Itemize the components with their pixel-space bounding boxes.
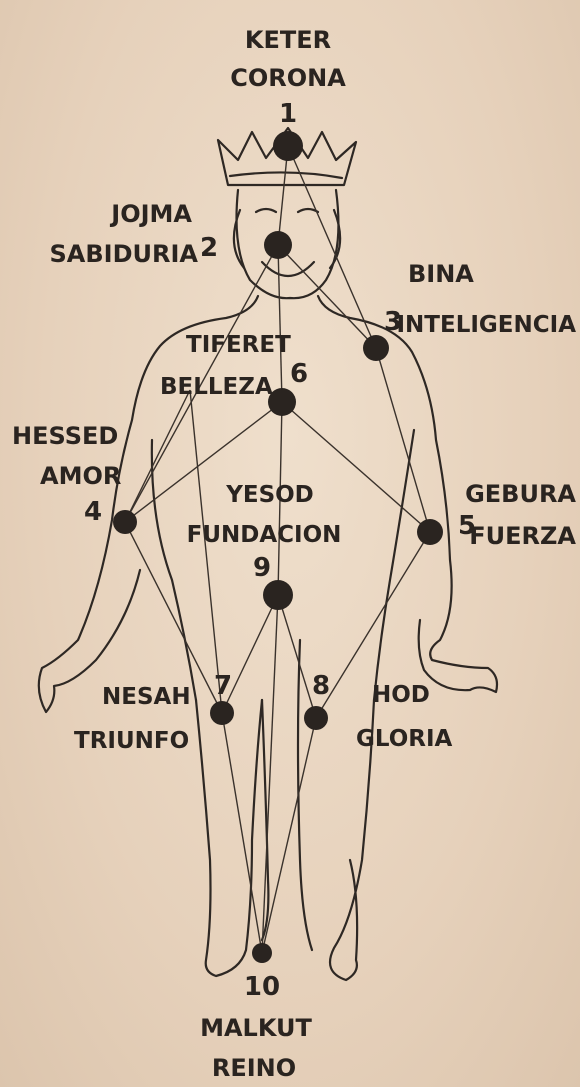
node-jojma xyxy=(264,231,292,259)
malkut-name: MALKUT xyxy=(200,1014,312,1042)
bina-name: BINA xyxy=(408,260,474,288)
hessed-number: 4 xyxy=(84,497,102,527)
node-yesod xyxy=(263,580,293,610)
gebura-name: GEBURA xyxy=(465,480,576,508)
bina-meaning: INTELIGENCIA xyxy=(397,312,577,338)
hessed-name: HESSED xyxy=(12,422,118,450)
node-hod xyxy=(304,706,328,730)
keter-meaning: CORONA xyxy=(230,64,346,92)
nesah-meaning: TRIUNFO xyxy=(74,728,189,754)
node-keter xyxy=(273,131,303,161)
node-gebura xyxy=(417,519,443,545)
jojma-meaning: SABIDURIA xyxy=(50,240,199,268)
hod-number: 8 xyxy=(312,671,330,701)
malkut-number: 10 xyxy=(244,972,280,1002)
tiferet-meaning: BELLEZA xyxy=(160,374,273,400)
tiferet-number: 6 xyxy=(290,359,308,389)
jojma-number: 2 xyxy=(200,233,218,263)
node-hessed xyxy=(113,510,137,534)
malkut-meaning: REINO xyxy=(212,1054,296,1082)
node-malkut xyxy=(252,943,272,963)
jojma-name: JOJMA xyxy=(109,200,192,228)
nesah-number: 7 xyxy=(214,671,232,701)
yesod-name: YESOD xyxy=(225,482,314,508)
keter-name: KETER xyxy=(245,26,331,54)
hod-meaning: GLORIA xyxy=(356,726,453,752)
nesah-name: NESAH xyxy=(102,684,191,710)
tiferet-name: TIFERET xyxy=(186,332,291,358)
node-bina xyxy=(363,335,389,361)
keter-number: 1 xyxy=(279,99,297,129)
gebura-meaning: FUERZA xyxy=(469,522,576,550)
hessed-meaning: AMOR xyxy=(40,462,121,490)
node-nesah xyxy=(210,701,234,725)
yesod-number: 9 xyxy=(253,553,271,583)
hod-name: HOD xyxy=(372,682,430,708)
yesod-meaning: FUNDACION xyxy=(187,522,342,548)
